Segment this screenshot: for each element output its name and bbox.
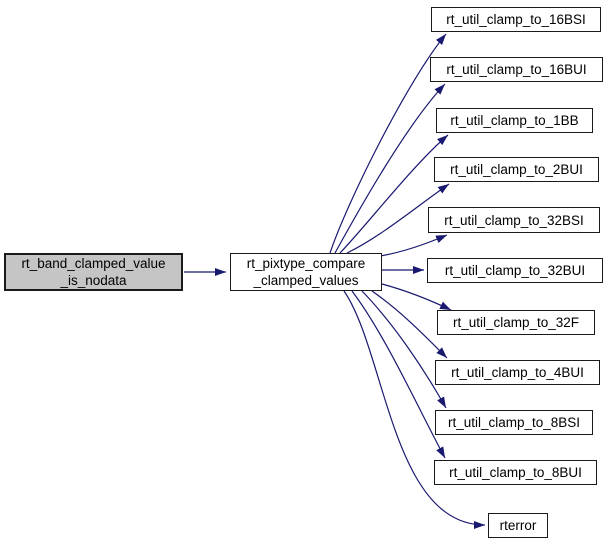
- node-label-line: rt_band_clamped_value: [21, 256, 166, 271]
- node-rt-util-clamp-to-2bui[interactable]: rt_util_clamp_to_2BUI: [434, 157, 599, 182]
- node-label: rt_util_clamp_to_32F: [452, 315, 580, 330]
- node-label: rt_util_clamp_to_32BSI: [444, 212, 584, 228]
- edge-hub-to-clamp-1bb: [339, 134, 449, 254]
- node-rt-util-clamp-to-8bsi[interactable]: rt_util_clamp_to_8BSI: [435, 410, 593, 435]
- node-rt-util-clamp-to-8bui[interactable]: rt_util_clamp_to_8BUI: [434, 460, 597, 485]
- node-rt-util-clamp-to-16bui[interactable]: rt_util_clamp_to_16BUI: [430, 57, 603, 82]
- node-label: rt_util_clamp_to_2BUI: [450, 162, 583, 177]
- node-label: rt_util_clamp_to_8BUI: [449, 465, 582, 480]
- node-rt-util-clamp-to-32f[interactable]: rt_util_clamp_to_32F: [437, 310, 595, 335]
- node-rterror[interactable]: rterror: [488, 513, 548, 538]
- node-rt-pixtype-compare-clamped-values[interactable]: rt_pixtype_compare _clamped_values: [230, 253, 382, 291]
- edge-hub-to-clamp-32f: [381, 283, 452, 311]
- node-label: rt_util_clamp_to_8BSI: [447, 415, 581, 430]
- node-label: rterror: [499, 518, 537, 533]
- node-label-line: rt_pixtype_compare: [246, 256, 366, 271]
- node-rt-util-clamp-to-32bsi[interactable]: rt_util_clamp_to_32BSI: [428, 207, 600, 233]
- node-rt-util-clamp-to-4bui[interactable]: rt_util_clamp_to_4BUI: [435, 360, 600, 385]
- node-label: rt_util_clamp_to_1BB: [450, 113, 579, 128]
- node-label-line: _is_nodata: [60, 273, 127, 288]
- node-rt-util-clamp-to-32bui[interactable]: rt_util_clamp_to_32BUI: [427, 258, 603, 283]
- edge-hub-to-clamp-32bsi: [379, 234, 448, 257]
- node-label: rt_util_clamp_to_4BUI: [451, 365, 584, 380]
- edge-hub-to-clamp-8bsi: [361, 290, 447, 409]
- edge-hub-to-clamp-8bui: [351, 290, 446, 459]
- node-label: rt_util_clamp_to_32BUI: [444, 263, 586, 278]
- node-rt-util-clamp-to-1bb[interactable]: rt_util_clamp_to_1BB: [436, 108, 593, 133]
- edge-hub-to-clamp-4bui: [371, 290, 448, 359]
- node-rt-band-clamped-value-is-nodata: rt_band_clamped_value _is_nodata: [4, 253, 183, 291]
- node-rt-util-clamp-to-16bsi[interactable]: rt_util_clamp_to_16BSI: [431, 7, 601, 32]
- node-label-line: _clamped_values: [253, 273, 359, 288]
- node-label: rt_util_clamp_to_16BUI: [446, 62, 587, 77]
- node-label: rt_util_clamp_to_16BSI: [446, 12, 586, 27]
